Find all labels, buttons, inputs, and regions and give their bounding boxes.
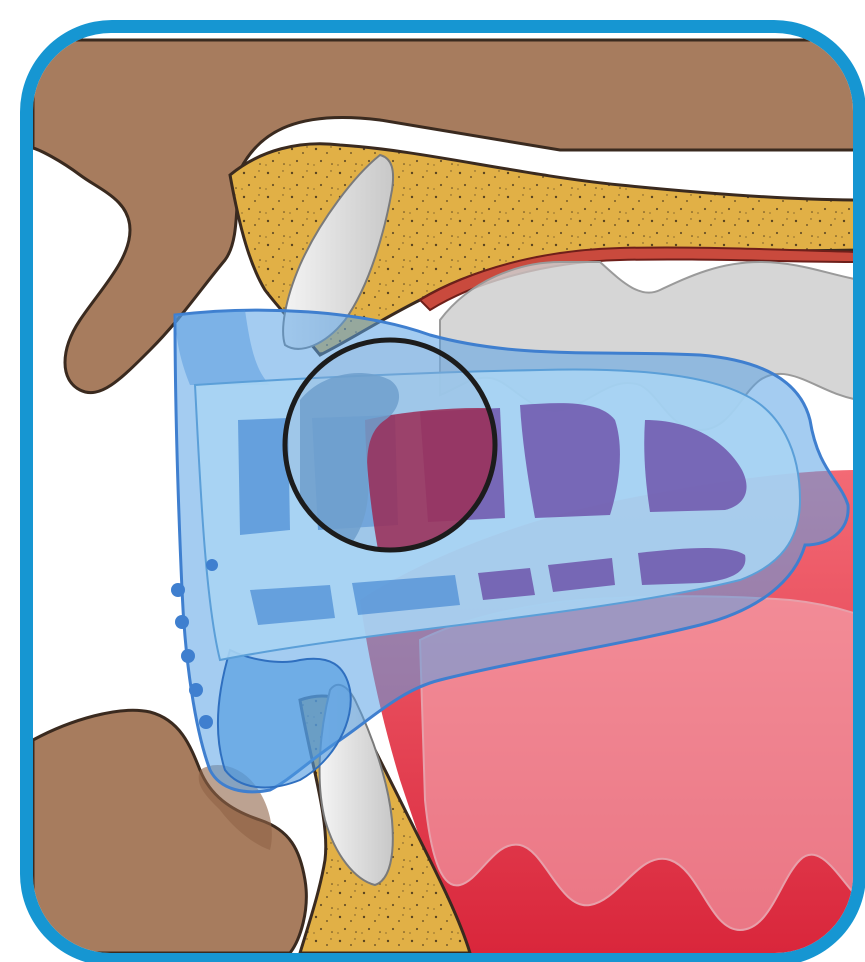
appliance-pin-hole	[206, 559, 218, 571]
